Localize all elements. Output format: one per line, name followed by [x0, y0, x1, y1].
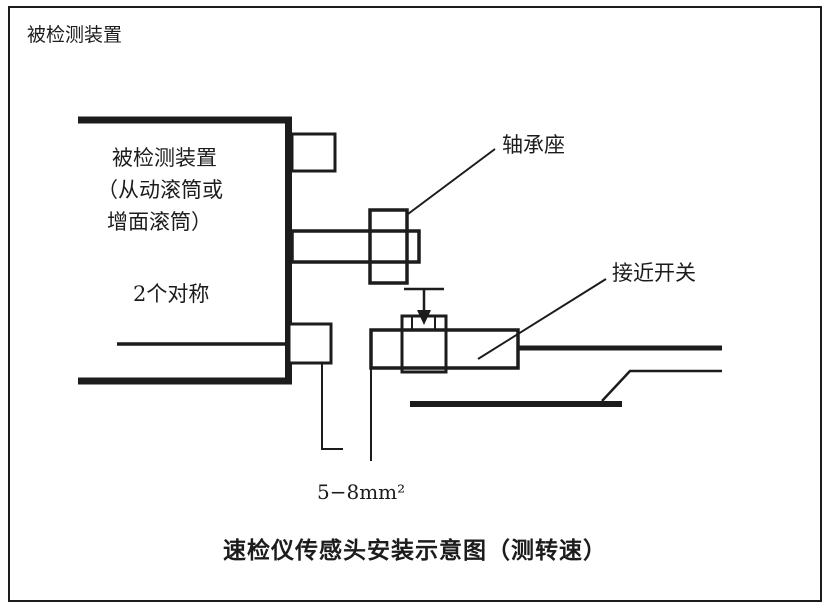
- device-name-line3: 增面滚筒）: [107, 210, 212, 234]
- outer-border: [8, 6, 822, 602]
- frame-label: 被检测装置: [27, 24, 123, 46]
- device-name-line2: （从动滚筒或: [97, 178, 223, 202]
- proximity-switch-label: 接近开关: [612, 261, 696, 285]
- bearing-seat-label: 轴承座: [502, 133, 565, 157]
- shaft-symbol: [290, 229, 421, 264]
- diagram-title: 速检仪传感头安装示意图（测转速）: [223, 538, 607, 564]
- bearing-seat-symbol: [368, 208, 409, 285]
- proximity-switch-leader-line: [477, 278, 607, 360]
- wire-gauge-leader-left: [321, 363, 343, 450]
- wire-gauge-label: 5−8mm²: [317, 480, 406, 504]
- upper-mounting-block: [290, 132, 337, 173]
- down-arrow-icon: [404, 287, 444, 325]
- cable-line-bend: [601, 369, 722, 402]
- device-name-line1: 被检测装置: [112, 146, 217, 170]
- lower-mounting-block: [287, 322, 333, 365]
- bearing-seat-leader-line: [407, 148, 496, 215]
- symmetry-note: 2个对称: [133, 282, 210, 306]
